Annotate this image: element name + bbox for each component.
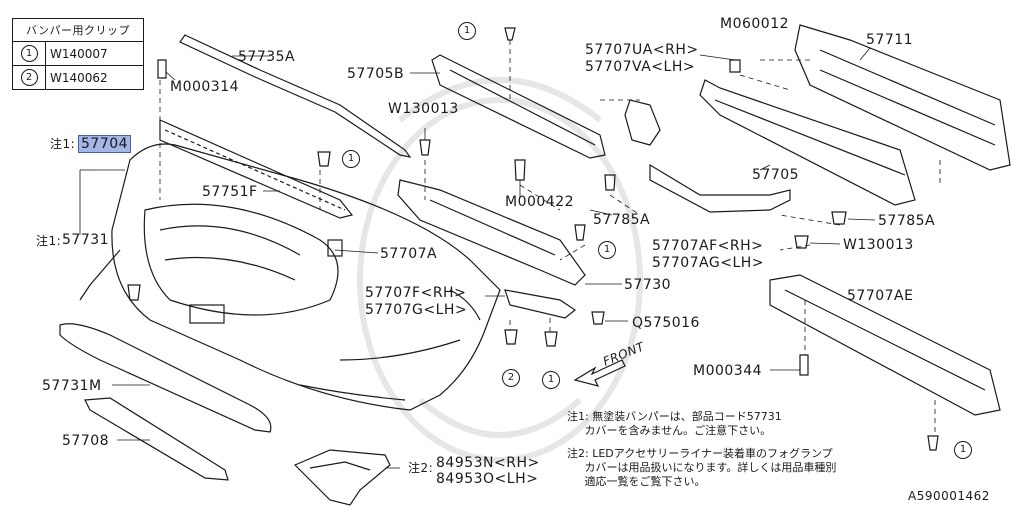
part-57707A (327, 239, 343, 257)
label-W130013-b[interactable]: W130013 (843, 237, 914, 253)
beam-57705B (431, 54, 606, 159)
label-57731[interactable]: 57731 (62, 232, 110, 248)
bracket-57707F (504, 289, 577, 319)
label-57707VA[interactable]: 57707VA<LH> (585, 59, 696, 75)
label-57707A[interactable]: 57707A (380, 246, 438, 262)
leader-lines (79, 47, 876, 469)
label-note1-prefix-a: 注1: (50, 137, 76, 151)
label-57707UA[interactable]: 57707UA<RH> (585, 42, 699, 58)
label-57707AF[interactable]: 57707AF<RH> (652, 238, 764, 254)
beam-57707AE (769, 274, 1001, 416)
label-57704[interactable]: 57704 (78, 135, 132, 153)
clip-code-1: W140007 (45, 41, 144, 66)
note-2: 注2: LEDアクセサリーライナー装着車のフォグランプ カバーは用品扱いになりま… (567, 447, 837, 488)
clip-badge[interactable]: 1 (954, 441, 972, 459)
absorber-57705 (699, 79, 916, 206)
label-Q575016[interactable]: Q575016 (632, 315, 700, 331)
label-57735A[interactable]: 57735A (238, 49, 296, 65)
retainer-57751F (159, 119, 354, 219)
label-57707AE[interactable]: 57707AE (847, 288, 914, 304)
label-57707G[interactable]: 57707G<LH> (365, 302, 468, 318)
label-57730[interactable]: 57730 (624, 277, 672, 293)
label-57708[interactable]: 57708 (62, 433, 110, 449)
label-M000422[interactable]: M000422 (505, 194, 575, 210)
fasteners (127, 27, 939, 451)
fog-cover (293, 449, 391, 506)
bumper-face (79, 143, 501, 411)
label-57785A-b[interactable]: 57785A (878, 213, 936, 229)
clip-table: バンパー用クリップ 1 W140007 2 W140062 (12, 18, 144, 90)
label-note2-prefix: 注2: (408, 461, 434, 475)
label-57785A-a[interactable]: 57785A (593, 212, 651, 228)
label-57705[interactable]: 57705 (752, 167, 800, 183)
clip-row: 1 W140007 (12, 41, 144, 66)
clip-badge[interactable]: 1 (542, 371, 560, 389)
clip-code-2: W140062 (45, 65, 144, 90)
label-57707AG[interactable]: 57707AG<LH> (652, 255, 765, 271)
label-84953O[interactable]: 84953O<LH> (436, 471, 539, 487)
lower-lip (59, 323, 272, 433)
label-57751F[interactable]: 57751F (202, 184, 258, 200)
clip-badge[interactable]: 1 (342, 150, 360, 168)
label-84953N[interactable]: 84953N<RH> (436, 455, 540, 471)
bracket-57707UA (624, 99, 661, 146)
label-M000344[interactable]: M000344 (693, 363, 763, 379)
label-W130013-a[interactable]: W130013 (388, 101, 459, 117)
clip-number-1: 1 (20, 45, 38, 62)
note-1: 注1: 無塗装バンパーは、部品コード57731 カバーを含みません。ご注意下さい… (567, 410, 782, 437)
strip-57708 (84, 397, 229, 481)
clip-badge[interactable]: 1 (458, 22, 476, 40)
clip-badge[interactable]: 2 (502, 369, 520, 387)
clip-badge[interactable]: 1 (598, 241, 616, 259)
clip-table-header: バンパー用クリップ (12, 18, 144, 42)
watermark (357, 77, 643, 463)
beam-57711 (794, 24, 1011, 171)
upper-strip (179, 34, 412, 158)
dashed-guides (159, 40, 941, 436)
label-note1-prefix-b: 注1: (36, 234, 62, 248)
label-57705B[interactable]: 57705B (347, 66, 405, 82)
label-57711[interactable]: 57711 (866, 32, 914, 48)
front-arrow (573, 359, 626, 387)
label-57707F[interactable]: 57707F<RH> (365, 285, 467, 301)
clip-number-2: 2 (20, 69, 38, 86)
label-57731M[interactable]: 57731M (42, 378, 102, 394)
bracket-57707AF (649, 163, 791, 213)
label-M000314[interactable]: M000314 (170, 79, 240, 95)
label-M060012[interactable]: M060012 (720, 16, 790, 32)
clip-row: 2 W140062 (12, 65, 144, 90)
absorber-57730 (397, 179, 586, 286)
diagram-id: A590001462 (908, 489, 990, 503)
